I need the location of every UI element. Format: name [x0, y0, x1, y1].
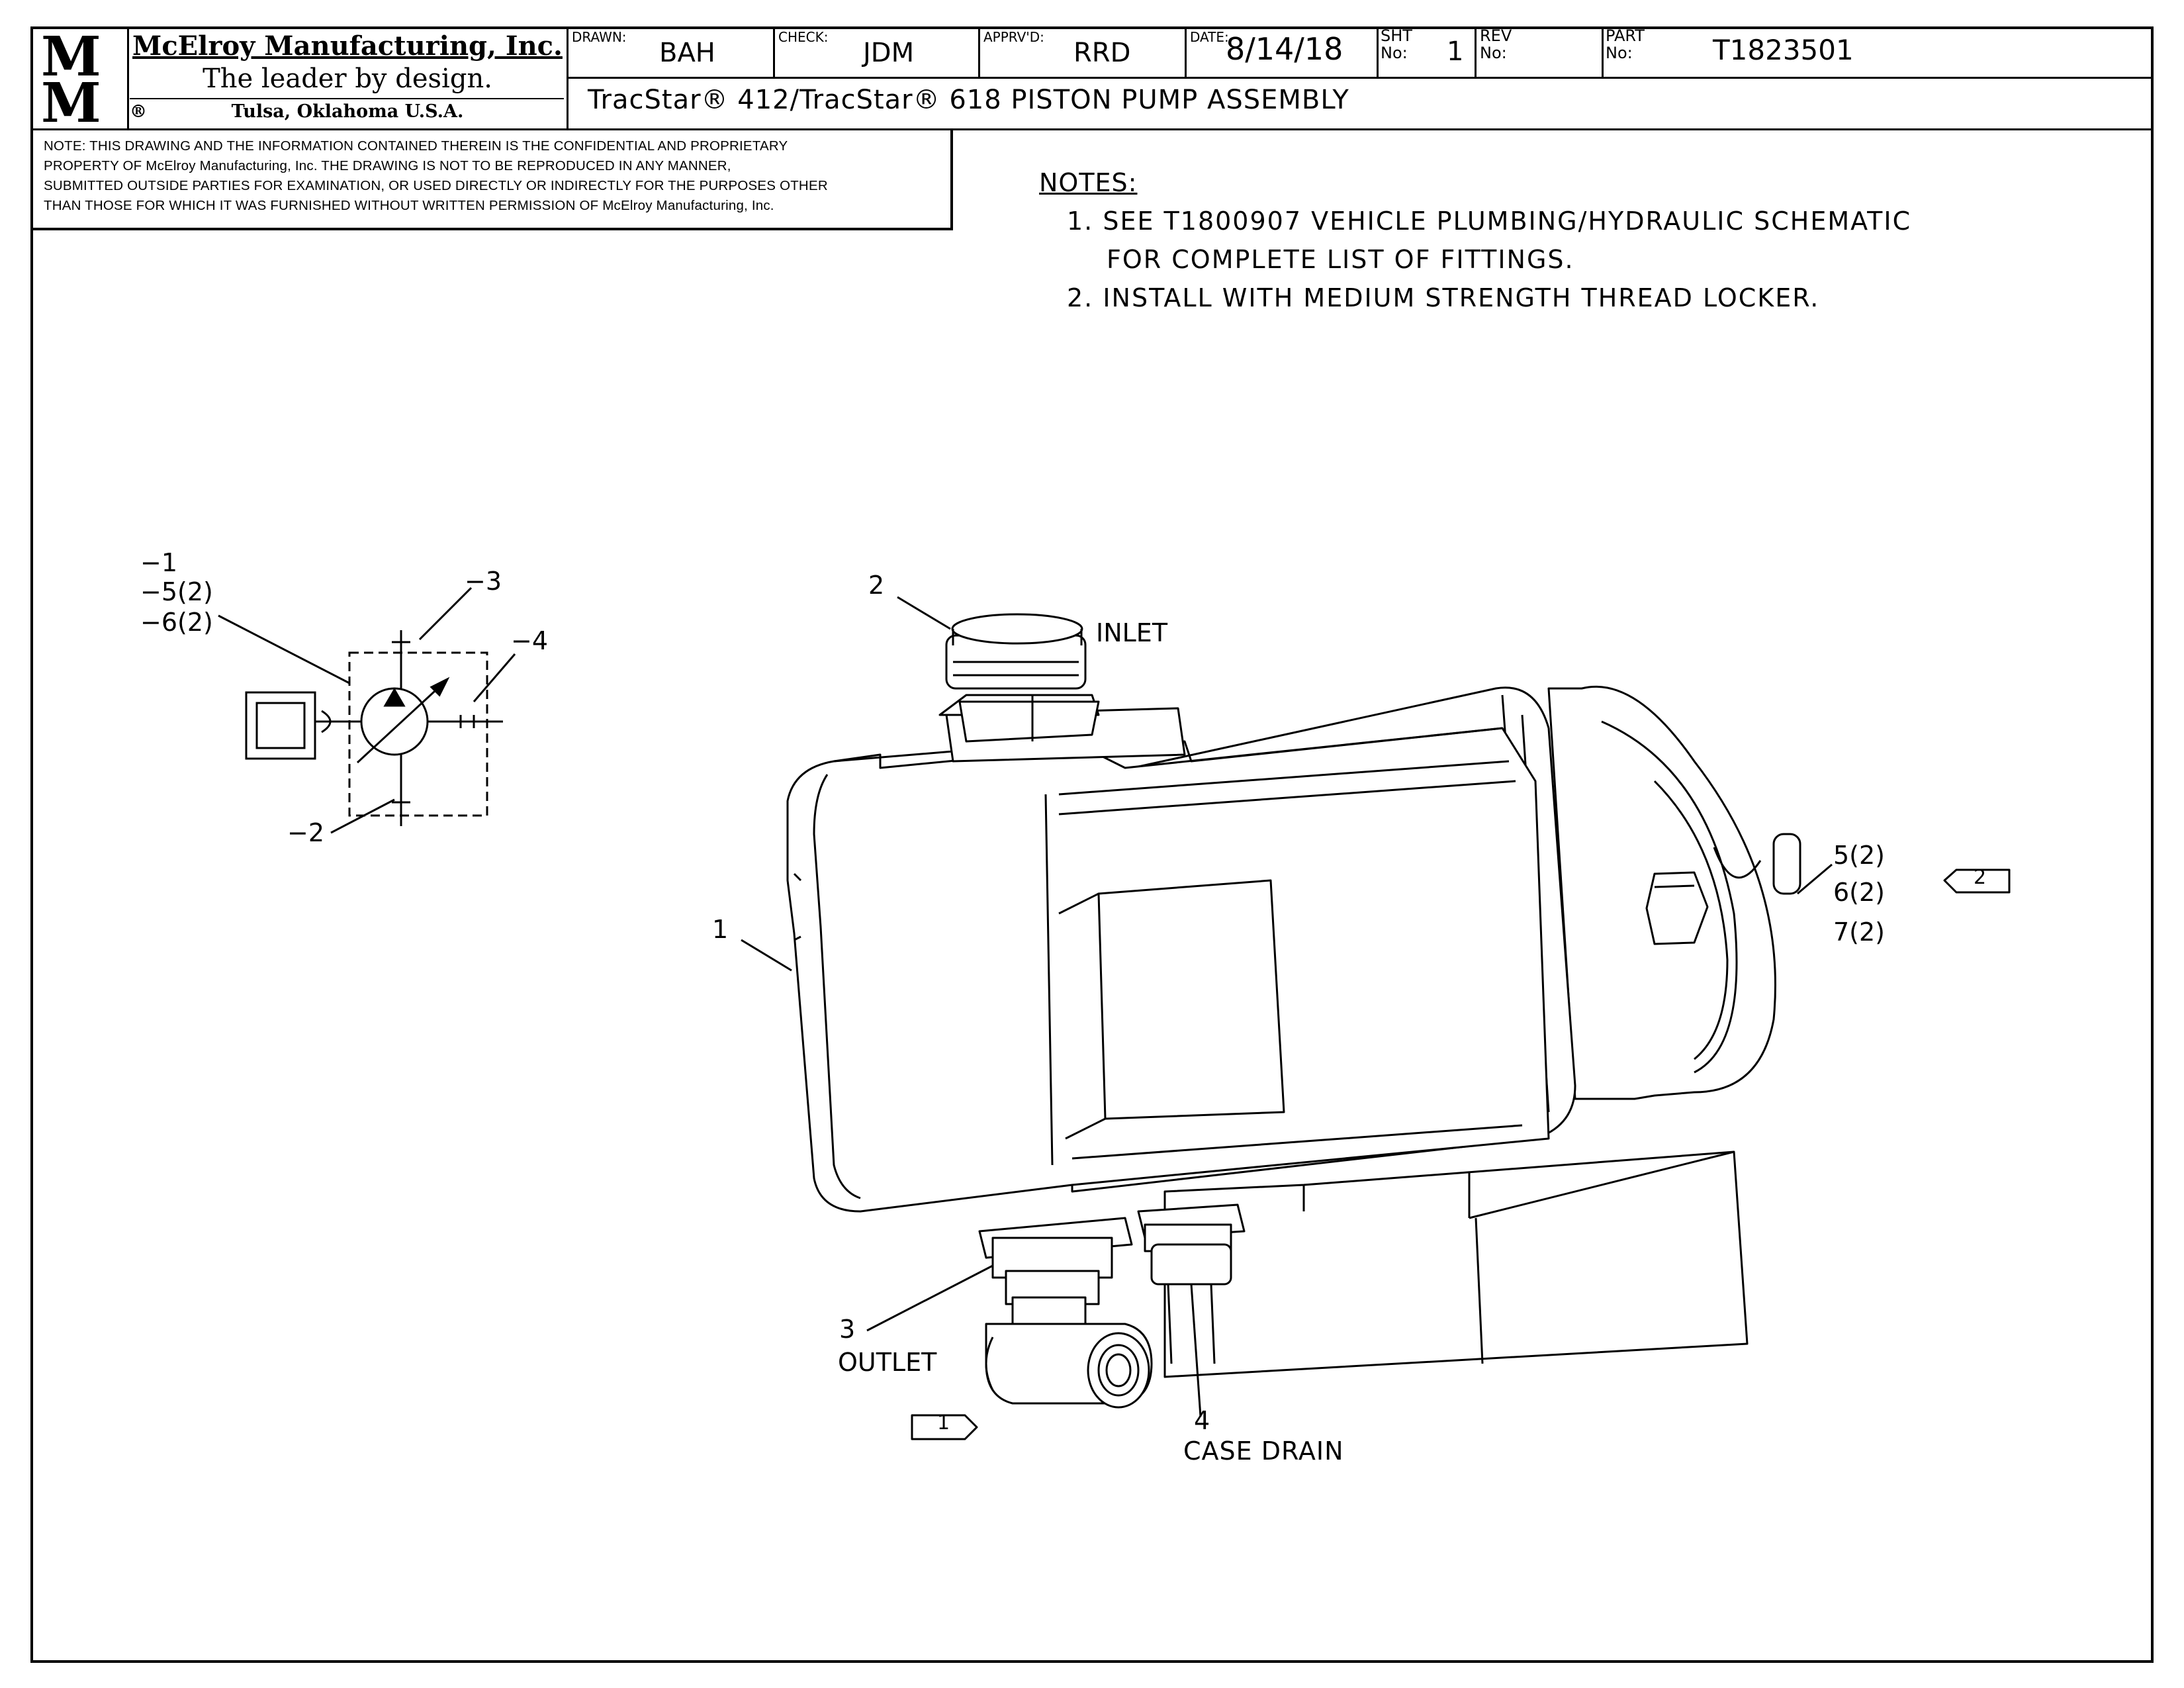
- callout-5-qty: 5(2): [1833, 841, 1886, 870]
- flag-note-2: 2: [1974, 866, 1987, 889]
- part-label-line1: PART: [1606, 26, 1645, 45]
- sheet-label-line1: SHT: [1381, 26, 1412, 45]
- callout-1-body-number: 1: [712, 915, 729, 944]
- note-1-line-2: FOR COMPLETE LIST OF FITTINGS.: [1107, 245, 1574, 274]
- sheet-value: 1: [1447, 36, 1464, 67]
- callout-4-drain-number: 4: [1194, 1406, 1210, 1435]
- schematic-callout-3: −3: [465, 567, 502, 596]
- inlet-label: INLET: [1096, 618, 1168, 647]
- company-tagline: The leader by design.: [203, 64, 492, 94]
- callout-3-outlet-number: 3: [839, 1315, 856, 1344]
- part-label-line2: No:: [1606, 44, 1633, 62]
- revision-label-line2: No:: [1480, 44, 1507, 62]
- schematic-callout-2: −2: [287, 818, 325, 847]
- confidential-note-line-1: NOTE: THIS DRAWING AND THE INFORMATION C…: [44, 138, 788, 154]
- flag-note-1: 1: [937, 1411, 950, 1434]
- note-2: 2. INSTALL WITH MEDIUM STRENGTH THREAD L…: [1067, 283, 1820, 312]
- schematic-callout-6: −6(2): [140, 608, 213, 637]
- sheet-label-line2: No:: [1381, 44, 1408, 62]
- approved-label: APPRV'D:: [983, 29, 1044, 45]
- outlet-label: OUTLET: [838, 1348, 937, 1377]
- drawing-title: TracStar® 412/TracStar® 618 PISTON PUMP …: [588, 85, 1349, 115]
- notes-heading: NOTES:: [1039, 168, 1138, 197]
- schematic-callout-5: −5(2): [140, 577, 213, 606]
- check-value: JDM: [863, 38, 915, 68]
- drawn-label: DRAWN:: [572, 29, 627, 45]
- confidential-note-line-2: PROPERTY OF McElroy Manufacturing, Inc. …: [44, 158, 731, 173]
- confidential-note-line-3: SUBMITTED OUTSIDE PARTIES FOR EXAMINATIO…: [44, 178, 828, 193]
- callout-2-inlet-number: 2: [868, 571, 885, 600]
- callout-7-qty: 7(2): [1833, 917, 1886, 947]
- drawn-value: BAH: [659, 38, 715, 68]
- confidential-note-box: NOTE: THIS DRAWING AND THE INFORMATION C…: [30, 130, 953, 230]
- note-1-line-1: 1. SEE T1800907 VEHICLE PLUMBING/HYDRAUL…: [1067, 207, 1912, 236]
- check-label: CHECK:: [778, 29, 829, 45]
- registered-mark: ®: [130, 102, 147, 122]
- title-block: M M McElroy Manufacturing, Inc. The lead…: [30, 25, 2154, 135]
- company-location: Tulsa, Oklahoma U.S.A.: [231, 101, 464, 122]
- schematic-callout-4: −4: [511, 626, 549, 655]
- part-number: T1823501: [1713, 34, 1854, 66]
- company-logo: M M: [38, 25, 124, 135]
- date-label: DATE:: [1190, 29, 1229, 45]
- case-drain-label: CASE DRAIN: [1183, 1436, 1344, 1466]
- approved-value: RRD: [1073, 38, 1131, 68]
- drawing-sheet-border: [30, 26, 2154, 1663]
- revision-label-line1: REV: [1480, 26, 1512, 45]
- schematic-callout-1: −1: [140, 548, 178, 577]
- date-value: 8/14/18: [1226, 31, 1343, 67]
- logo-letter-1: M: [41, 32, 101, 89]
- callout-6-qty: 6(2): [1833, 878, 1886, 907]
- confidential-note-line-4: THAN THOSE FOR WHICH IT WAS FURNISHED WI…: [44, 198, 774, 213]
- company-name: McElroy Manufacturing, Inc.: [132, 30, 563, 62]
